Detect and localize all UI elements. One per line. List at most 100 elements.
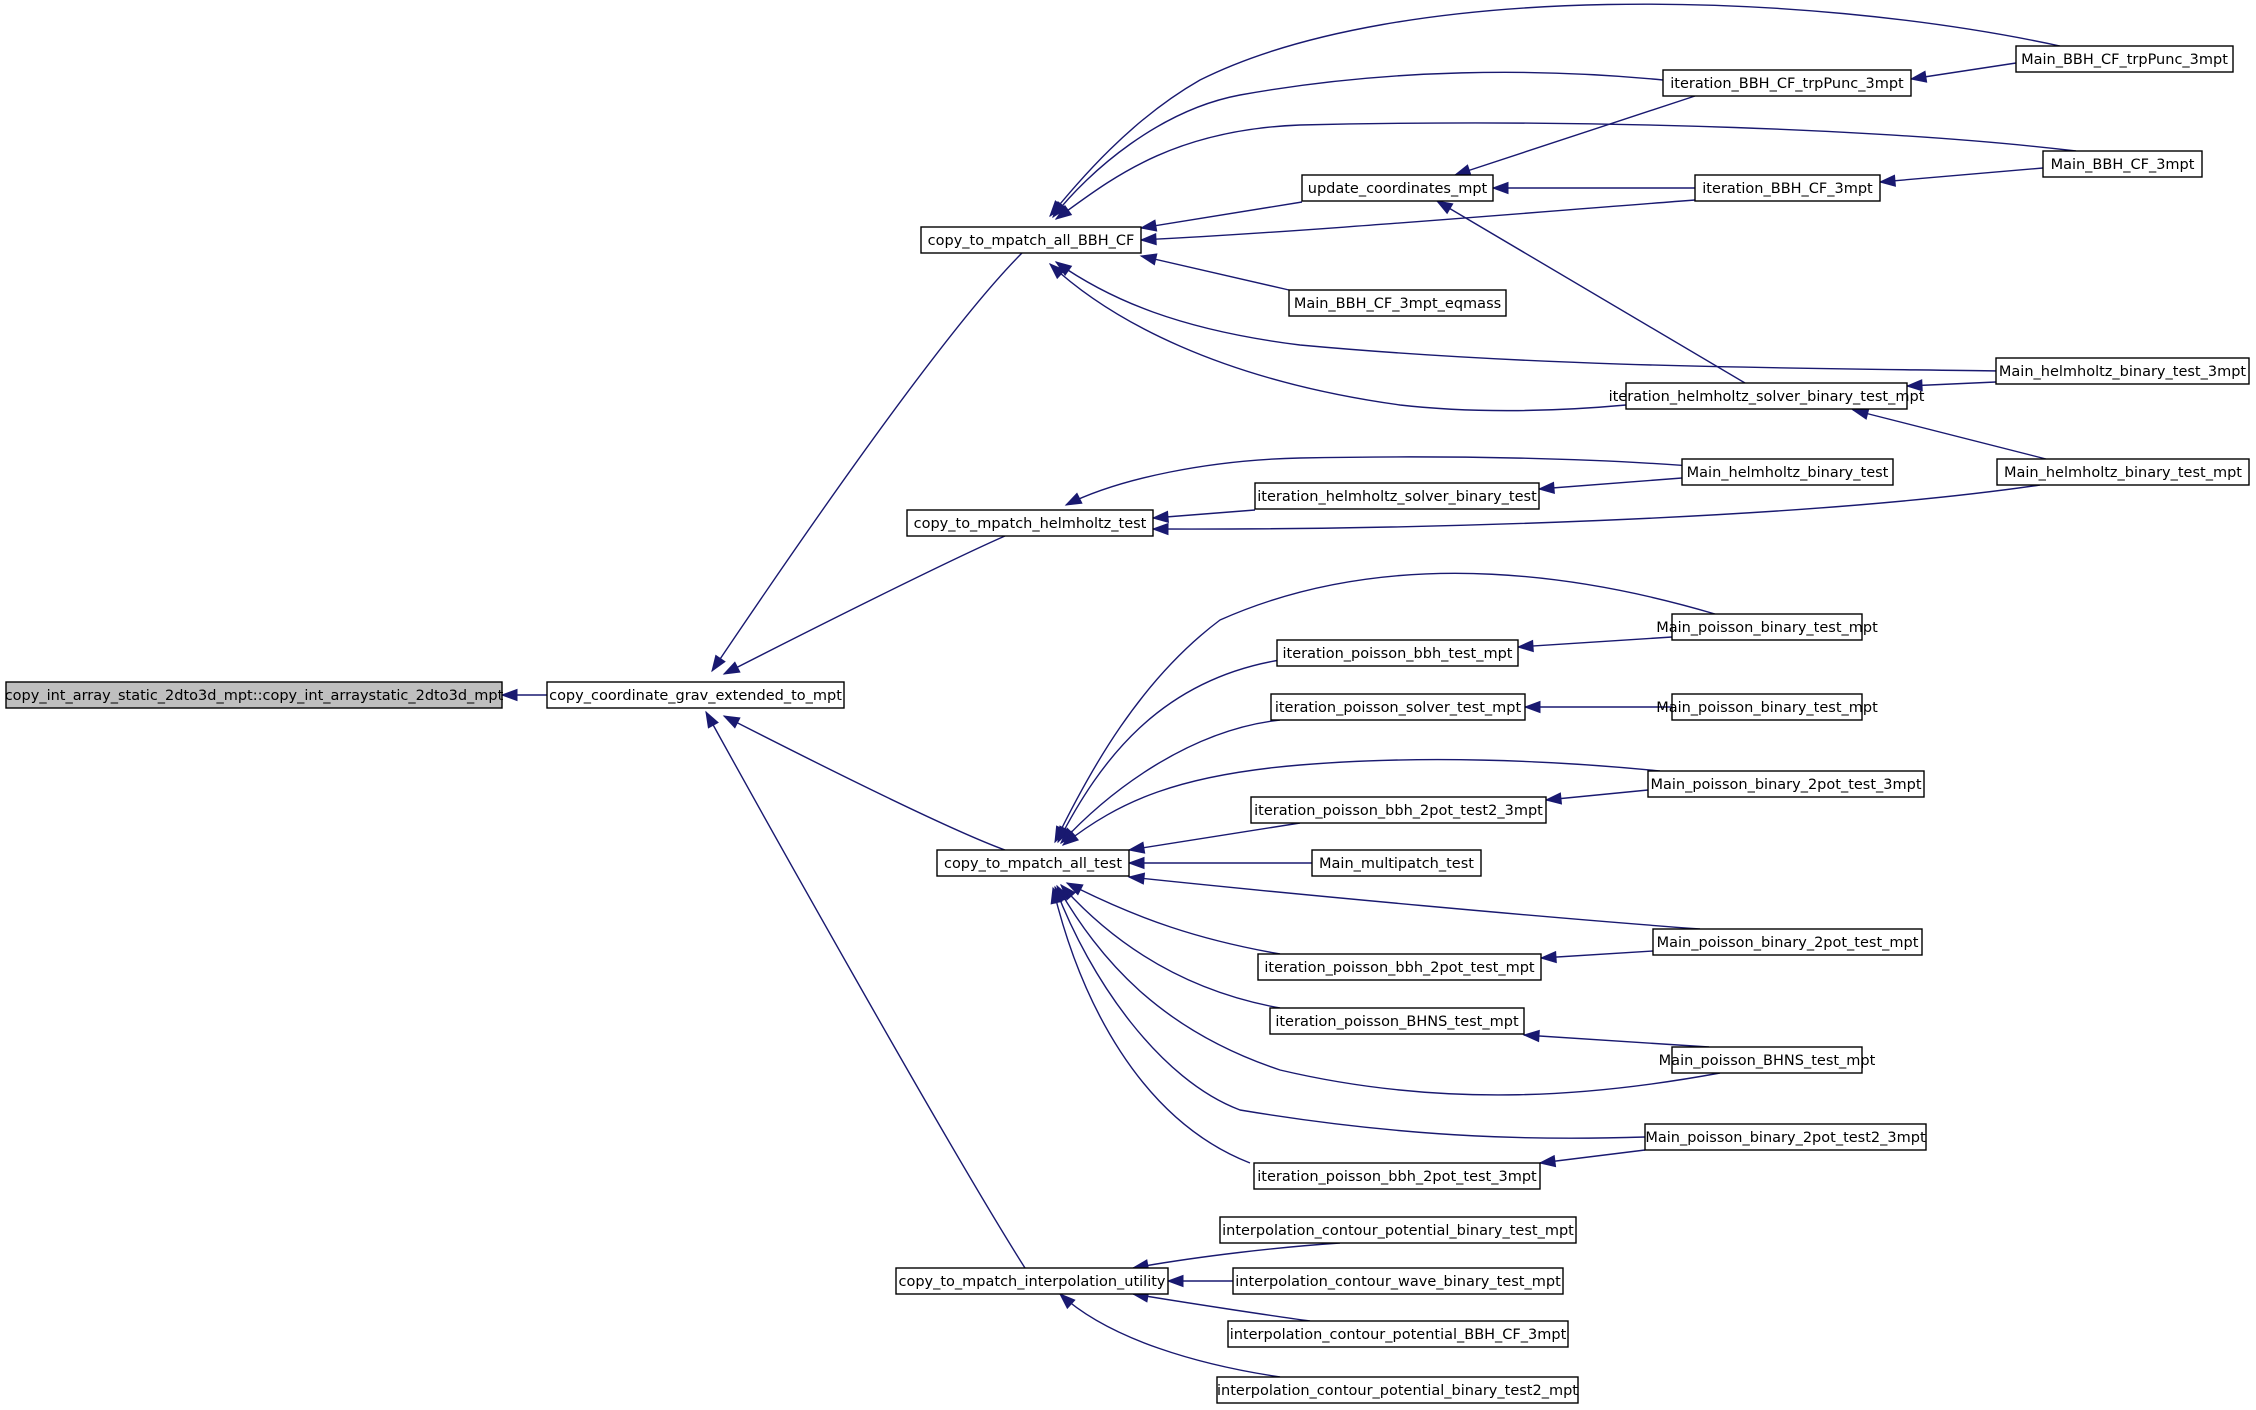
node-n16[interactable]: Main_helmholtz_binary_test xyxy=(1681,458,1894,486)
node-n14[interactable]: Main_helmholtz_binary_test_mpt xyxy=(1996,458,2250,486)
node-label: copy_int_array_static_2dto3d_mpt::copy_i… xyxy=(5,688,504,704)
edge-line xyxy=(711,252,1023,672)
node-n4[interactable]: copy_to_mpatch_all_test xyxy=(936,849,1130,877)
node-box xyxy=(2042,150,2203,178)
node-n7[interactable]: Main_BBH_CF_3mpt_eqmass xyxy=(1288,289,1507,317)
node-label: iteration_BBH_CF_trpPunc_3mpt xyxy=(1670,76,1904,92)
node-label: Main_multipatch_test xyxy=(1319,856,1474,872)
node-box xyxy=(1253,1162,1541,1190)
edge-n16-n15 xyxy=(1537,477,1683,495)
node-label: Main_poisson_BHNS_test_mpt xyxy=(1659,1053,1876,1069)
node-n25[interactable]: iteration_poisson_bbh_2pot_test_mpt xyxy=(1257,953,1542,981)
node-n32[interactable]: interpolation_contour_potential_BBH_CF_3… xyxy=(1227,1320,1569,1348)
node-n9[interactable]: iteration_BBH_CF_3mpt xyxy=(1694,174,1881,202)
node-box xyxy=(1671,613,1863,641)
edge-arrowhead xyxy=(722,661,741,675)
edge-n13-n2 xyxy=(1054,261,2001,372)
node-label: interpolation_contour_potential_binary_t… xyxy=(1222,1223,1574,1239)
edge-line xyxy=(1545,789,1649,801)
node-n0[interactable]: copy_int_array_static_2dto3d_mpt::copy_i… xyxy=(5,681,504,709)
edge-arrowhead xyxy=(1909,70,1928,83)
node-label: copy_to_mpatch_helmholtz_test xyxy=(914,516,1147,532)
node-box xyxy=(920,226,1142,254)
node-n22[interactable]: Main_poisson_binary_2pot_test_3mpt xyxy=(1647,770,1925,798)
node-box xyxy=(906,509,1154,537)
node-n19[interactable]: iteration_poisson_solver_test_mpt xyxy=(1270,693,1526,721)
node-n8[interactable]: iteration_BBH_CF_trpPunc_3mpt xyxy=(1662,69,1912,97)
node-label: copy_to_mpatch_interpolation_utility xyxy=(898,1274,1165,1290)
node-box xyxy=(936,849,1130,877)
node-n18[interactable]: Main_poisson_binary_test_mpt xyxy=(1656,613,1878,641)
node-n21[interactable]: iteration_poisson_bbh_2pot_test2_3mpt xyxy=(1250,796,1547,824)
edge-arrowhead xyxy=(1050,886,1063,905)
edge-n21-n4 xyxy=(1127,822,1301,854)
edge-line xyxy=(1540,950,1654,959)
node-n10[interactable]: iteration_helmholtz_solver_binary_test_m… xyxy=(1609,382,1925,410)
edge-arrowhead xyxy=(1151,522,1169,536)
edge-line xyxy=(1852,409,2047,460)
edge-n4-n1 xyxy=(722,715,1006,851)
node-label: iteration_helmholtz_solver_binary_test xyxy=(1257,489,1537,505)
node-n23[interactable]: Main_multipatch_test xyxy=(1311,849,1482,877)
edge-arrowhead xyxy=(1151,510,1169,523)
node-n6[interactable]: update_coordinates_mpt xyxy=(1301,174,1494,202)
node-box xyxy=(1270,693,1526,721)
edge-n24-n4 xyxy=(1127,872,1701,930)
node-label: Main_poisson_binary_2pot_test_3mpt xyxy=(1650,777,1921,793)
edge-arrowhead xyxy=(711,654,726,673)
node-box xyxy=(1647,770,1925,798)
edge-line xyxy=(1132,1293,1311,1322)
node-n5[interactable]: copy_to_mpatch_interpolation_utility xyxy=(895,1267,1169,1295)
node-layer: copy_int_array_static_2dto3d_mpt::copy_i… xyxy=(5,45,2250,1404)
edge-n9-n6 xyxy=(1491,181,1695,195)
node-n20[interactable]: Main_poisson_binary_test_mpt xyxy=(1656,693,1878,721)
node-box xyxy=(1311,849,1482,877)
node-box xyxy=(5,681,503,709)
node-n33[interactable]: interpolation_contour_potential_binary_t… xyxy=(1216,1376,1579,1404)
edge-n17-n4 xyxy=(1057,659,1281,844)
node-n27[interactable]: Main_poisson_BHNS_test_mpt xyxy=(1659,1046,1876,1074)
node-n30[interactable]: interpolation_contour_potential_binary_t… xyxy=(1219,1216,1577,1244)
edge-arrowhead xyxy=(1166,1274,1184,1288)
node-label: interpolation_contour_potential_binary_t… xyxy=(1217,1383,1578,1399)
node-box xyxy=(1276,639,1519,667)
node-n24[interactable]: Main_poisson_binary_2pot_test_mpt xyxy=(1652,928,1923,956)
edge-line xyxy=(1055,261,2001,372)
node-box xyxy=(1671,693,1863,721)
node-label: Main_helmholtz_binary_test xyxy=(1687,465,1889,481)
edge-arrowhead xyxy=(1522,1029,1540,1043)
node-n11[interactable]: Main_BBH_CF_trpPunc_3mpt xyxy=(2015,45,2234,73)
edge-line xyxy=(1052,887,1251,1164)
node-n17[interactable]: iteration_poisson_bbh_test_mpt xyxy=(1276,639,1519,667)
edge-arrowhead xyxy=(1054,204,1073,220)
edge-line xyxy=(1128,876,1701,930)
edge-line xyxy=(1517,636,1673,648)
edge-line xyxy=(723,535,1006,675)
edge-arrowhead xyxy=(1539,950,1557,964)
node-label: Main_BBH_CF_3mpt_eqmass xyxy=(1294,296,1501,312)
node-n31[interactable]: interpolation_contour_wave_binary_test_m… xyxy=(1232,1267,1564,1295)
node-n26[interactable]: iteration_poisson_BHNS_test_mpt xyxy=(1269,1007,1525,1035)
node-n12[interactable]: Main_BBH_CF_3mpt xyxy=(2042,150,2203,178)
node-n15[interactable]: iteration_helmholtz_solver_binary_test xyxy=(1254,482,1540,510)
node-label: iteration_poisson_bbh_2pot_test2_3mpt xyxy=(1254,803,1543,819)
edge-arrowhead xyxy=(1127,856,1145,870)
node-label: iteration_poisson_bbh_2pot_test_mpt xyxy=(1264,960,1535,976)
edge-line xyxy=(1059,1293,1281,1378)
edge-n30-n5 xyxy=(1131,1242,1341,1272)
node-n13[interactable]: Main_helmholtz_binary_test_3mpt xyxy=(1995,357,2250,385)
node-n28[interactable]: Main_poisson_binary_2pot_test2_3mpt xyxy=(1644,1123,1927,1151)
edge-n3-n1 xyxy=(722,535,1006,675)
edge-arrowhead xyxy=(1537,481,1555,495)
node-n3[interactable]: copy_to_mpatch_helmholtz_test xyxy=(906,509,1154,537)
node-n1[interactable]: copy_coordinate_grav_extended_to_mpt xyxy=(546,681,845,709)
node-n2[interactable]: copy_to_mpatch_all_BBH_CF xyxy=(920,226,1142,254)
node-n29[interactable]: iteration_poisson_bbh_2pot_test_3mpt xyxy=(1253,1162,1541,1190)
node-label: copy_coordinate_grav_extended_to_mpt xyxy=(549,688,842,704)
edge-n11-n8 xyxy=(1909,62,2017,83)
edge-n26-n4 xyxy=(1060,883,1281,1009)
edge-line xyxy=(1062,758,1661,846)
edge-arrowhead xyxy=(500,688,518,702)
node-label: interpolation_contour_potential_BBH_CF_3… xyxy=(1230,1327,1567,1343)
